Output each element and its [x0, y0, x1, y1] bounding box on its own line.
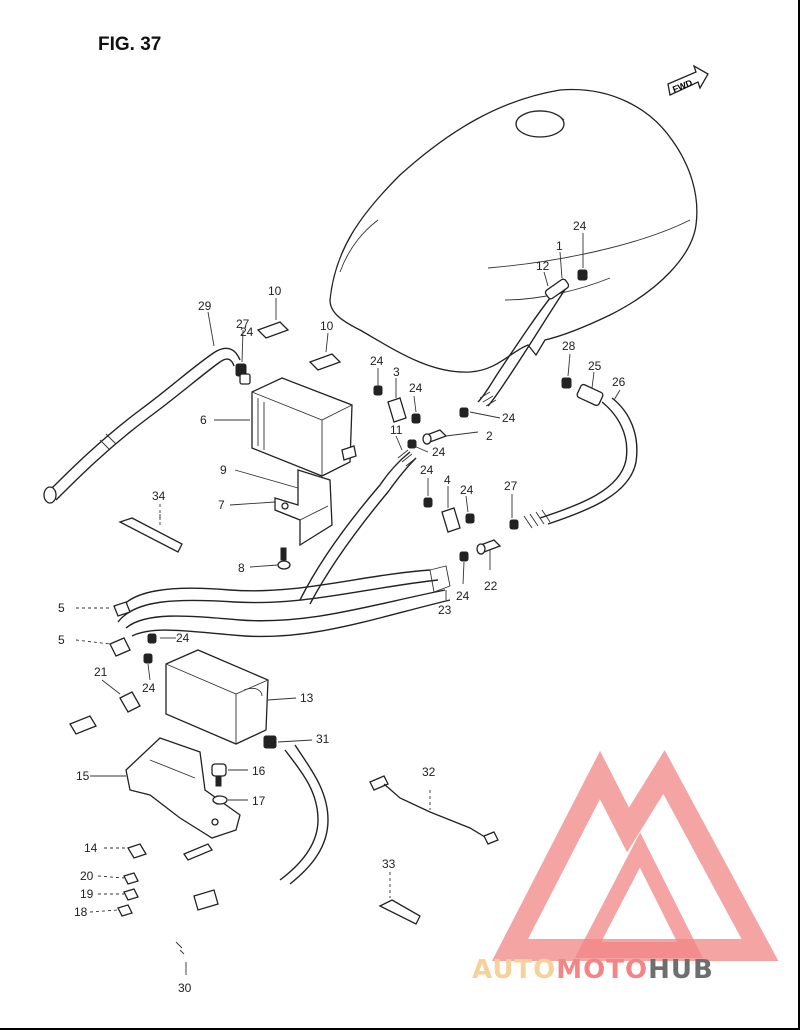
fwd-label: FWD: [671, 77, 694, 94]
bracket-15: [125, 737, 241, 839]
label-24e: 24: [432, 445, 446, 459]
fwd-arrow-icon: FWD: [667, 64, 709, 96]
label-12: 12: [536, 259, 550, 273]
label-28: 28: [562, 339, 576, 353]
bolt-16-icon: [211, 763, 227, 787]
label-20: 20: [80, 869, 94, 883]
label-13: 13: [300, 691, 314, 705]
label-24k: 24: [240, 325, 254, 339]
clamp-27-upper-icon: [235, 363, 251, 385]
label-4: 4: [444, 473, 451, 487]
label-10b: 10: [320, 319, 334, 333]
label-2: 2: [486, 429, 493, 443]
label-29: 29: [198, 299, 212, 313]
label-27a: 27: [236, 317, 250, 331]
label-7: 7: [218, 498, 225, 512]
label-1: 1: [556, 239, 563, 253]
strap-33: [378, 872, 421, 925]
label-23: 23: [438, 603, 452, 617]
label-8: 8: [238, 561, 245, 575]
label-5a: 5: [58, 601, 65, 615]
label-30: 30: [178, 981, 192, 995]
watermark-logo-icon: [491, 750, 779, 961]
label-24b: 24: [370, 354, 384, 368]
part-30: [175, 941, 187, 975]
strap-34: [118, 504, 183, 553]
hose-31: [263, 735, 329, 885]
clamp-24-icon: [143, 269, 588, 664]
figure-title: FIG. 37: [98, 34, 161, 55]
label-18: 18: [74, 905, 88, 919]
canister-bracket: [274, 469, 333, 547]
pad-10-lower: [308, 353, 342, 371]
pad-10-upper: [256, 321, 290, 339]
label-34: 34: [152, 489, 166, 503]
label-32: 32: [422, 765, 436, 779]
label-21: 21: [94, 665, 108, 679]
label-14: 14: [84, 841, 98, 855]
label-5b: 5: [58, 633, 65, 647]
label-24j: 24: [142, 681, 156, 695]
label-11: 11: [390, 423, 403, 437]
part-labels: 1 2 3 4 5 5 6 7 8 9 10 10 11 12 13 14 15…: [58, 219, 626, 995]
bolt-8-icon: [277, 547, 291, 570]
hose-26: [523, 383, 638, 529]
small-parts-14-18: [117, 843, 219, 917]
tank-breather-hose: [477, 278, 570, 407]
watermark-moto-text: MOTO: [556, 955, 648, 985]
label-31: 31: [316, 732, 330, 746]
watermark: AUTOMOTOHUB: [472, 750, 779, 985]
watermark-auto: AUTOMOTOHUB: [472, 955, 714, 985]
canister-upper: [251, 377, 357, 477]
label-24g: 24: [460, 483, 474, 497]
label-27b: 27: [504, 479, 518, 493]
hose-29: [43, 347, 241, 504]
label-6: 6: [200, 413, 207, 427]
watermark-auto-text: AUTO: [472, 955, 556, 985]
label-3: 3: [393, 365, 400, 379]
label-22: 22: [484, 579, 498, 593]
label-19: 19: [80, 887, 94, 901]
label-15: 15: [76, 769, 90, 783]
label-26: 26: [612, 375, 626, 389]
hose-end-5: [109, 601, 131, 657]
label-24h: 24: [456, 589, 470, 603]
label-24a: 24: [573, 219, 587, 233]
label-33: 33: [382, 857, 396, 871]
cable-32: [369, 775, 499, 845]
washer-17-icon: [212, 795, 228, 805]
label-17: 17: [252, 794, 266, 808]
joint-3: [387, 397, 407, 423]
leader-lines: [75, 233, 621, 913]
joint-22: [476, 539, 502, 555]
joint-4: [441, 507, 461, 533]
fuel-tank: [329, 88, 698, 373]
canister-lower: [165, 649, 269, 745]
label-24f: 24: [420, 463, 434, 477]
joint-2: [422, 429, 448, 445]
label-9: 9: [220, 463, 227, 477]
clip-21: [69, 691, 141, 735]
label-24i: 24: [176, 631, 190, 645]
label-10a: 10: [268, 284, 282, 298]
long-vacuum-hoses: [117, 449, 451, 638]
label-16: 16: [252, 764, 266, 778]
watermark-hub-text: HUB: [648, 955, 714, 985]
label-25: 25: [588, 359, 602, 373]
label-24d: 24: [502, 411, 516, 425]
label-24c: 24: [409, 381, 423, 395]
